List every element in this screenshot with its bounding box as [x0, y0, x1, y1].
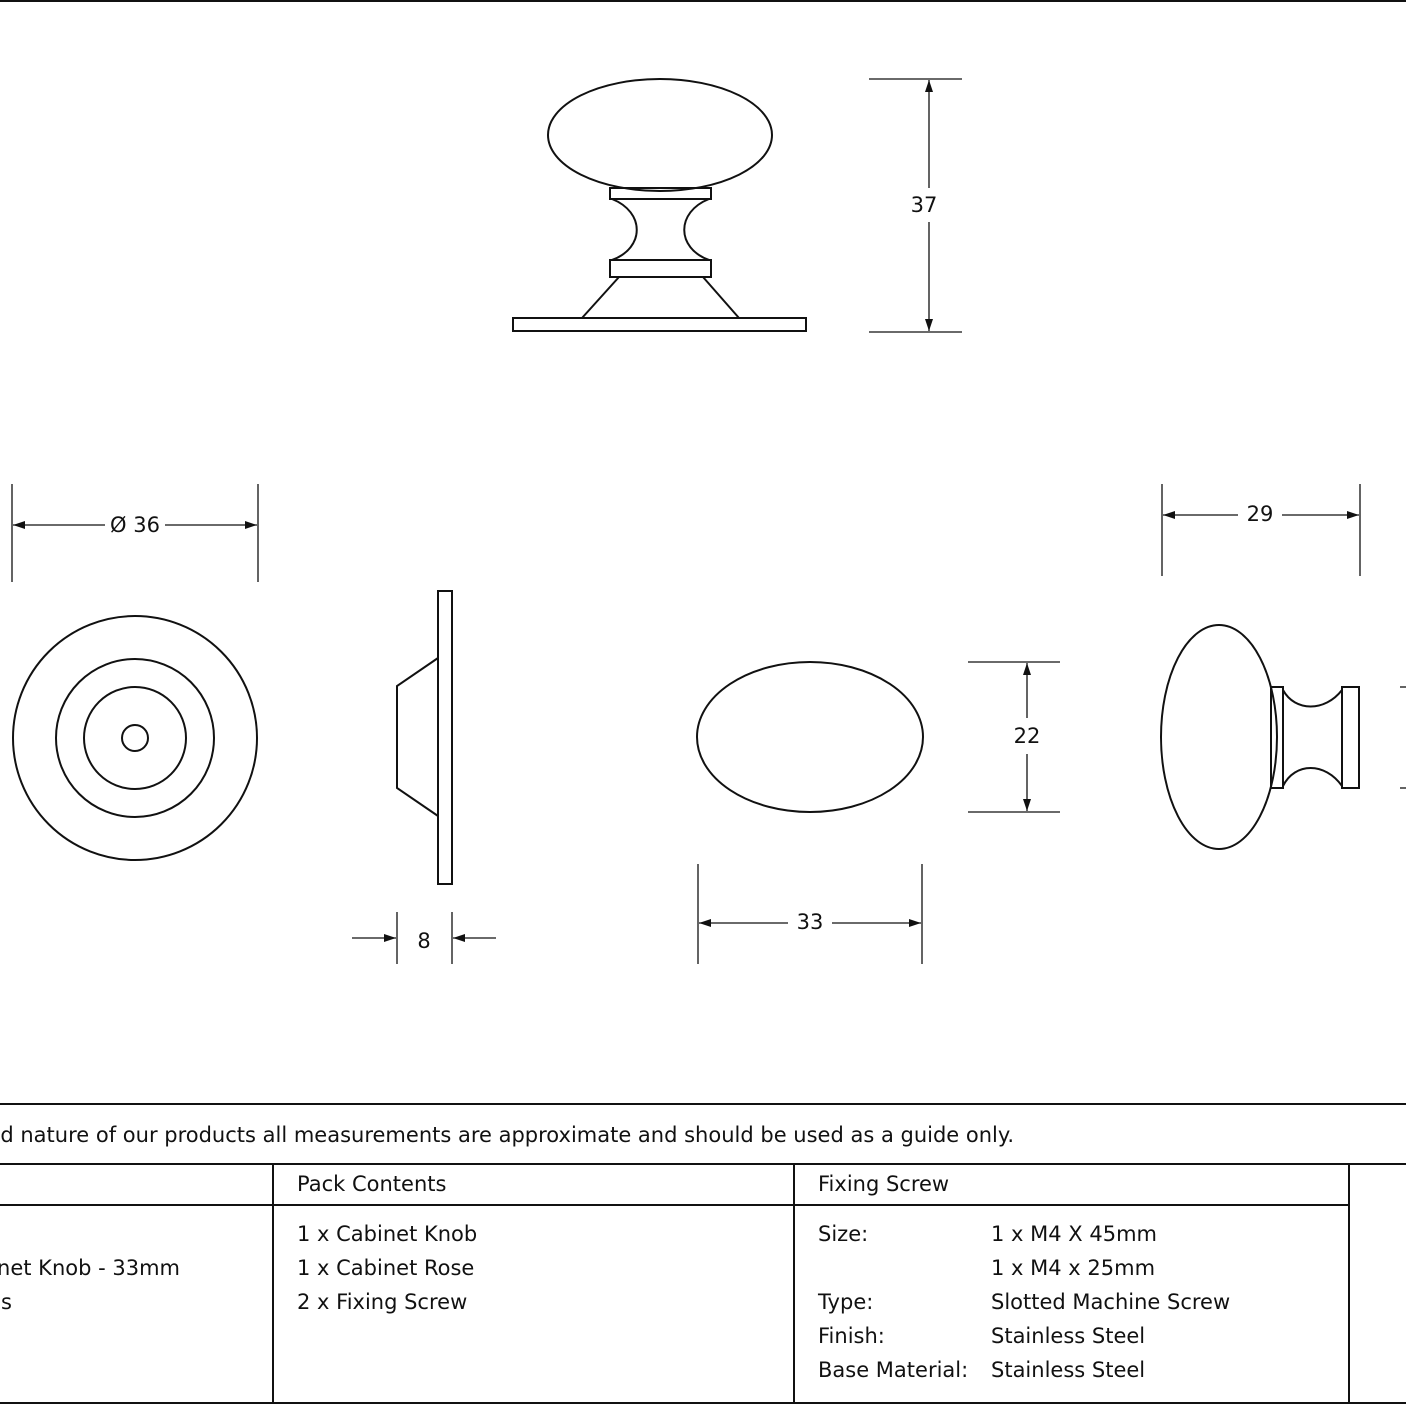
rose-side-view: [396, 590, 453, 885]
dimension-rose-thickness-label: 8: [417, 929, 430, 953]
knob-side-view: [1160, 624, 1406, 850]
header-bottom-rule: [0, 1204, 1350, 1206]
rose-cone: [581, 276, 740, 319]
disclaimer-text: d crafted nature of our products all mea…: [0, 1123, 1014, 1147]
knob-collar-bottom: [609, 259, 712, 278]
pack-item-screw: 2 x Fixing Screw: [297, 1290, 468, 1314]
screw-hole: [121, 724, 149, 752]
finish-value: Stainless Steel: [991, 1324, 1146, 1348]
col-divider-2: [793, 1163, 795, 1404]
knob-top-view: [696, 661, 924, 813]
rose-side-plate: [437, 590, 453, 885]
rose-inner-circle: [83, 686, 187, 790]
product-description-line-1: net Knob - 33mm: [0, 1256, 180, 1280]
fixing-screw-header: Fixing Screw: [818, 1172, 950, 1196]
col-divider-1: [272, 1163, 274, 1404]
type-label: Type:: [818, 1290, 874, 1314]
dimension-rose-thickness: 8: [352, 912, 496, 964]
dimension-knob-height: 22: [968, 661, 1060, 813]
dimension-knob-width: 33: [697, 864, 923, 964]
knob-side-neck: [1282, 689, 1343, 787]
dimension-side-depth-label: 29: [1247, 502, 1274, 526]
knob-neck: [611, 198, 710, 261]
base-material-label: Base Material:: [818, 1358, 969, 1382]
pack-item-rose: 1 x Cabinet Rose: [297, 1256, 475, 1280]
knob-head: [547, 78, 773, 192]
front-elevation-view: [512, 78, 807, 332]
disclaimer-row: d crafted nature of our products all mea…: [0, 1123, 1406, 1151]
size-value-2: 1 x M4 x 25mm: [991, 1256, 1156, 1280]
table-bottom-rule: [0, 1402, 1406, 1404]
dimension-knob-height-label: 22: [1014, 724, 1041, 748]
rose-outer-circle: [12, 615, 258, 861]
type-value: Slotted Machine Screw: [991, 1290, 1231, 1314]
pack-item-knob: 1 x Cabinet Knob: [297, 1222, 478, 1246]
size-value-1: 1 x M4 X 45mm: [991, 1222, 1157, 1246]
finish-label: Finish:: [818, 1324, 885, 1348]
knob-side-collar: [1270, 686, 1284, 789]
col-divider-3: [1348, 1163, 1350, 1404]
knob-collar-top: [609, 187, 712, 200]
rose-middle-circle: [55, 658, 215, 818]
technical-drawing: 37 Ø 36 8 22 33: [0, 0, 1406, 964]
base-material-value: Stainless Steel: [991, 1358, 1146, 1382]
product-description-line-2: s: [1, 1290, 12, 1314]
dimension-side-depth: 29: [1161, 484, 1361, 576]
rose-plate: [512, 317, 807, 332]
pack-contents-header: Pack Contents: [297, 1172, 447, 1196]
dimension-height-label: 37: [911, 193, 938, 217]
plan-view: [12, 615, 258, 861]
header-top-rule: [0, 1163, 1406, 1165]
rose-side-boss: [396, 657, 439, 817]
dimension-height: 37: [869, 78, 962, 333]
spec-table: d crafted nature of our products all mea…: [0, 1103, 1406, 1406]
size-label: Size:: [818, 1222, 869, 1246]
knob-oval: [696, 661, 924, 813]
dimension-diameter: Ø 36: [11, 484, 259, 582]
dimension-knob-width-label: 33: [797, 910, 824, 934]
table-top-rule: [0, 1103, 1406, 1105]
knob-side-rose: [1341, 686, 1360, 789]
dimension-diameter-label: Ø 36: [110, 513, 160, 537]
knob-side-head: [1160, 624, 1278, 850]
